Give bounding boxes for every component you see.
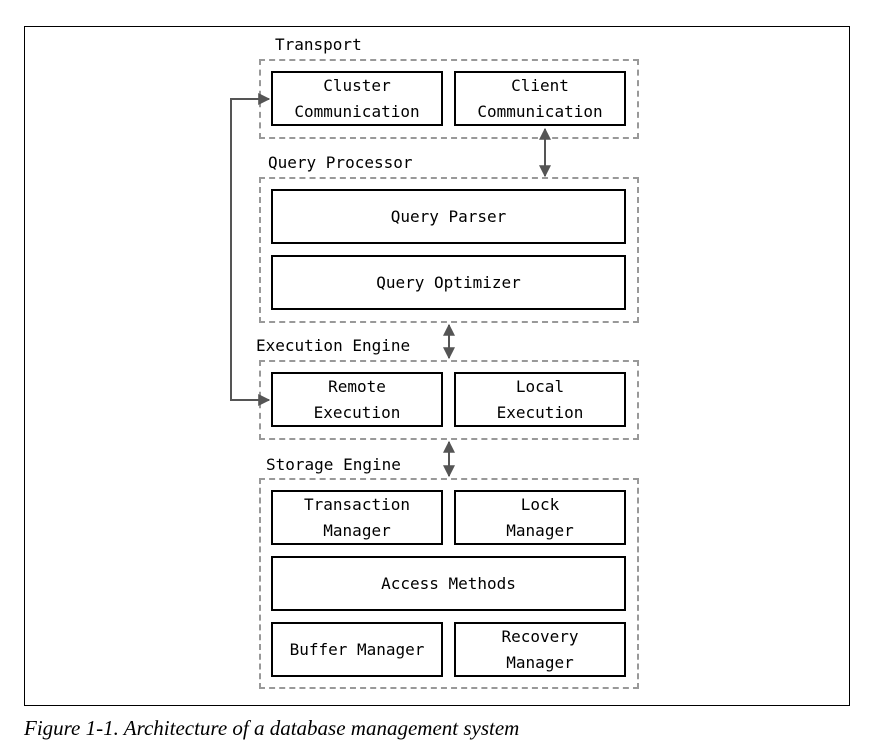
- query-optimizer-box: Query Optimizer: [271, 255, 626, 310]
- lock-manager-box: Lock Manager: [454, 490, 626, 545]
- remote-execution-box: Remote Execution: [271, 372, 443, 427]
- storage-engine-group: [259, 478, 639, 689]
- storage-engine-label: Storage Engine: [266, 455, 401, 474]
- recovery-manager-box: Recovery Manager: [454, 622, 626, 677]
- query-parser-box: Query Parser: [271, 189, 626, 244]
- transport-label: Transport: [275, 35, 362, 54]
- local-execution-box: Local Execution: [454, 372, 626, 427]
- figure-caption: Figure 1-1. Architecture of a database m…: [24, 716, 520, 740]
- transaction-manager-box: Transaction Manager: [271, 490, 443, 545]
- execution-engine-label: Execution Engine: [256, 336, 411, 355]
- buffer-manager-box: Buffer Manager: [271, 622, 443, 677]
- remote-to-cluster-arrow: [230, 93, 271, 406]
- query-processor-label: Query Processor: [268, 153, 413, 172]
- client-communication-box: Client Communication: [454, 71, 626, 126]
- cluster-communication-box: Cluster Communication: [271, 71, 443, 126]
- access-methods-box: Access Methods: [271, 556, 626, 611]
